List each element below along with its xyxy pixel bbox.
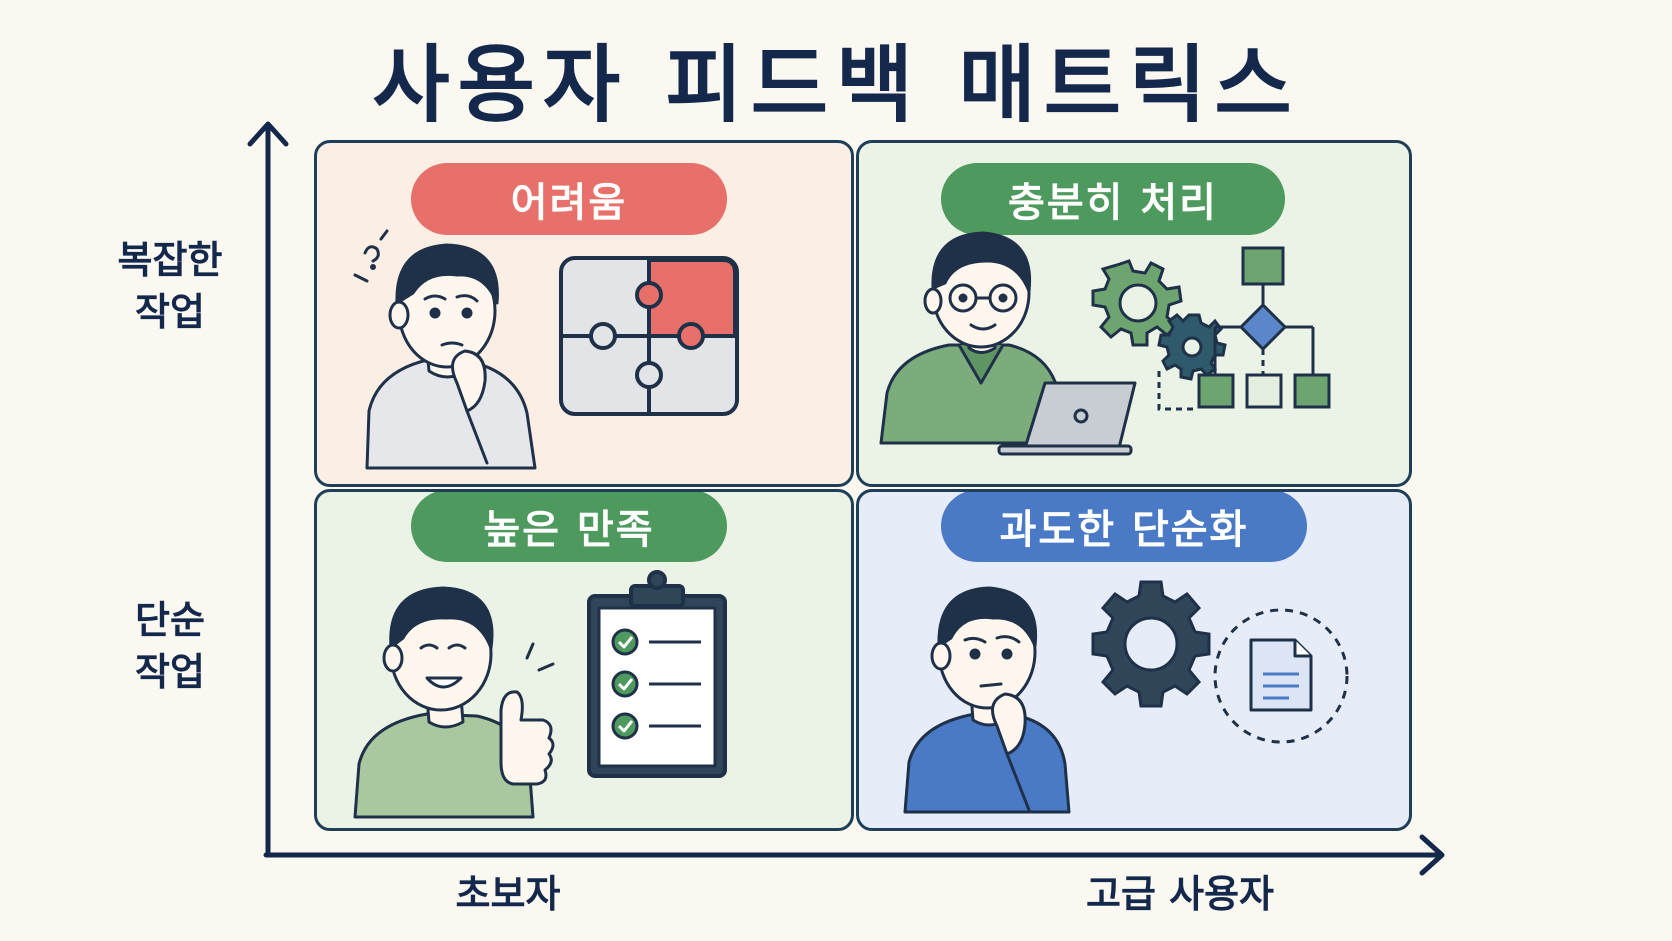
quadrant-satisfaction-label: 높은 만족 [411, 492, 727, 562]
document-icon [1249, 638, 1313, 712]
puzzle-icon [559, 256, 739, 416]
gear-icon [1091, 259, 1183, 347]
y-axis-bottom-label: 단순 작업 [100, 594, 240, 698]
laptop-icon [997, 381, 1137, 456]
quadrant-oversimplified: 과도한 단순화 [856, 489, 1412, 831]
y-axis-top-label-line2: 작업 [135, 290, 205, 334]
person-hand [991, 692, 1027, 756]
expert-laptop-illustration [879, 231, 1331, 456]
quadrant-satisfaction: 높은 만족 [314, 489, 854, 831]
y-axis-arrowhead [247, 121, 289, 147]
quadrant-oversimplified-label: 과도한 단순화 [941, 492, 1307, 562]
x-axis-arrowhead [1419, 834, 1445, 876]
confused-person-puzzle-illustration [353, 229, 739, 470]
quadrant-difficulty: 어려움 [314, 140, 854, 487]
y-axis-bottom-label-line2: 작업 [135, 650, 205, 694]
quadrant-handled-label: 충분히 처리 [941, 163, 1285, 235]
x-axis-left-label: 초보자 [455, 872, 561, 916]
y-axis-bottom-label-line1: 단순 [135, 598, 205, 642]
x-axis-right-label: 고급 사용자 [1085, 872, 1275, 916]
person-hair [937, 586, 1038, 648]
y-axis-top-label-line1: 복잡한 [117, 238, 223, 282]
person-torso [903, 712, 1071, 814]
happy-person-checklist-illustration [353, 570, 727, 819]
clipboard-checklist-icon [587, 570, 727, 778]
quadrant-handled: 충분히 처리 [856, 140, 1412, 487]
page-title: 사용자 피드백 매트릭스 [372, 36, 1300, 134]
thumbs-up-icon [499, 690, 555, 786]
person-hair [389, 586, 494, 650]
dashed-orbit [1213, 608, 1349, 744]
quadrant-difficulty-label: 어려움 [411, 163, 727, 235]
thinking-person-document-illustration [903, 580, 1349, 814]
person-hair [931, 231, 1032, 293]
gear-icon [1091, 580, 1211, 708]
small-gear-icon [1157, 313, 1227, 381]
confused-icon [353, 229, 389, 283]
flowchart-icon [1157, 246, 1331, 411]
person-hair [395, 243, 499, 305]
y-axis-top-label: 복잡한 작업 [100, 234, 240, 338]
person-hand [451, 349, 487, 413]
